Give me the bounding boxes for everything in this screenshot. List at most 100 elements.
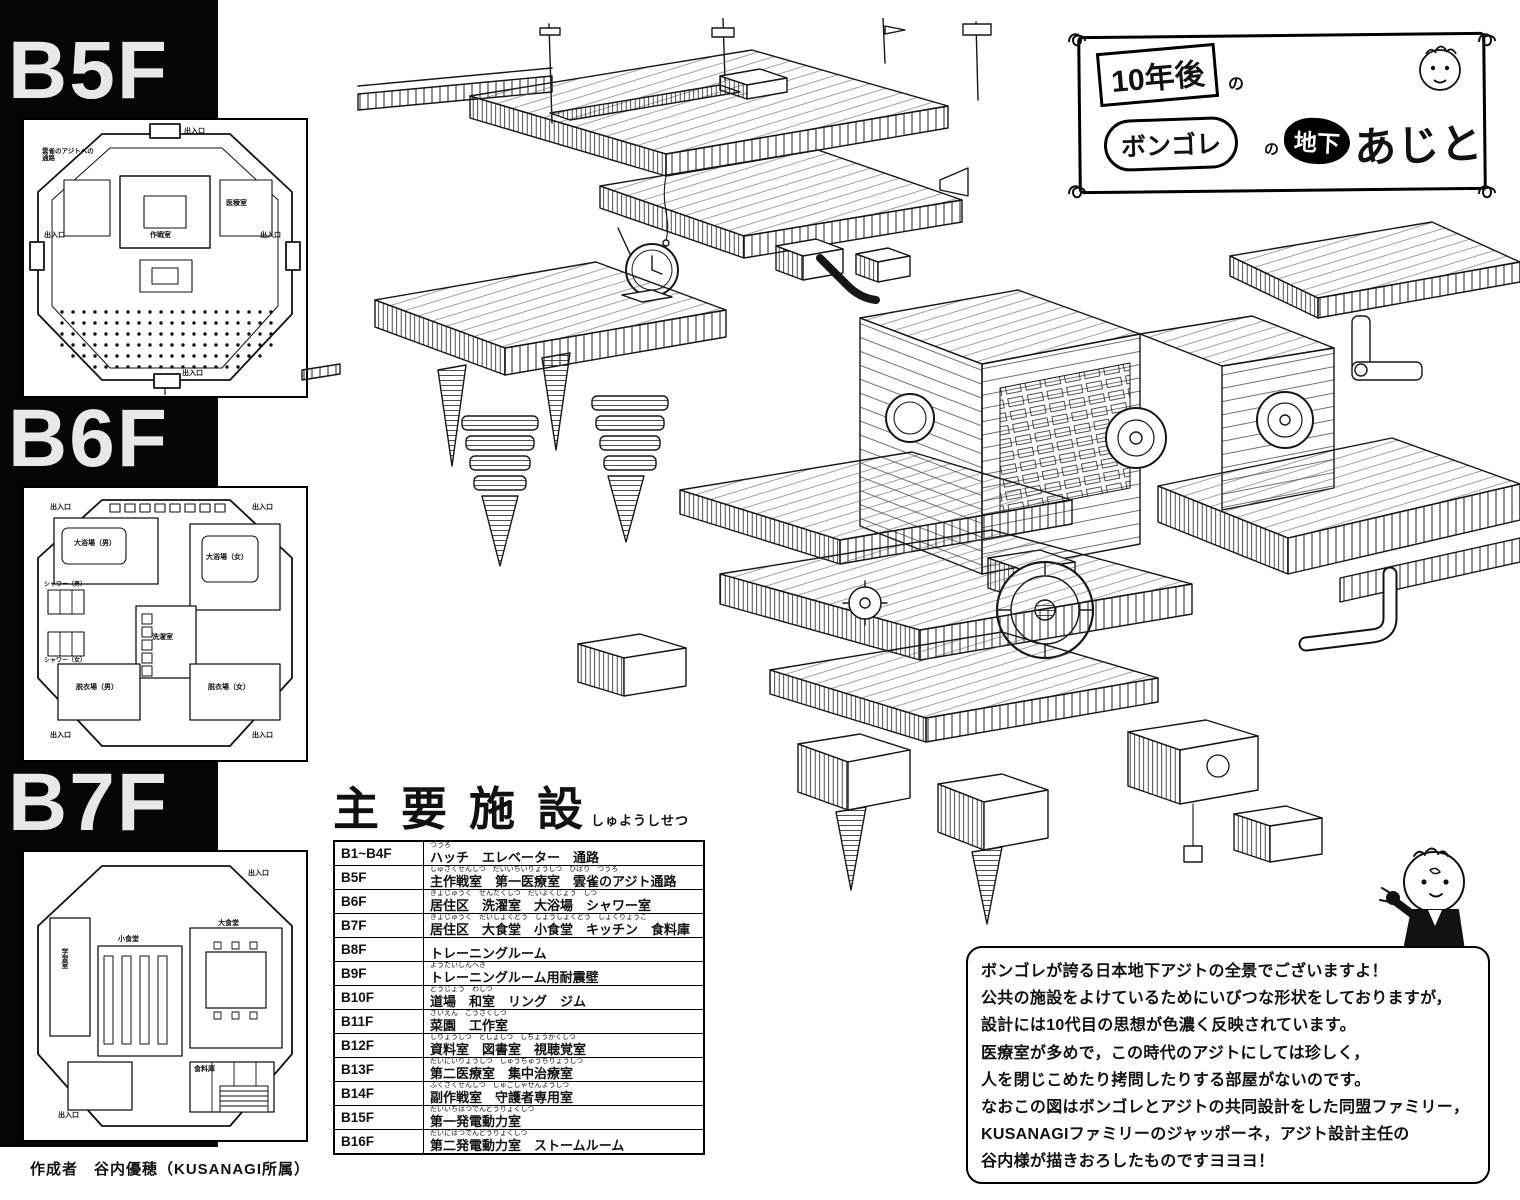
facilities-text: トレーニングルーム: [430, 946, 547, 961]
plan-entrance-label: 出入口: [44, 232, 65, 239]
facilities-text: ハッチ エレベーター 通路: [430, 850, 600, 865]
description-line: 医療室が多めで，この時代のアジトにしては珍しく，: [981, 1044, 1370, 1062]
facilities-cell: ようたいしんへきトレーニングルーム用耐震壁: [423, 961, 705, 986]
floor-cell: B10F: [333, 985, 424, 1010]
facilities-text: 副作戦室 守護者専用室: [430, 1090, 574, 1105]
plan-room-label: 脱衣場（女）: [208, 684, 250, 691]
banner-particle: の: [1228, 76, 1245, 93]
plan-room-label: 食料庫: [194, 1066, 215, 1073]
spring-doodle-icon: [1068, 185, 1086, 199]
facilities-text: 第二発電動力室 ストームルーム: [430, 1138, 625, 1153]
floor-cell: B14F: [333, 1081, 424, 1106]
floor-label-b5f: B5F: [8, 25, 169, 116]
plan-entrance-label: 出入口: [50, 732, 71, 739]
description-line: 谷内様が描きおろしたものですヨヨヨ！: [981, 1153, 1275, 1171]
description-box: ボンゴレが誇る日本地下アジトの全景でございますよ！ 公共の施設をよけているために…: [966, 946, 1490, 1184]
spring-doodle-icon: [1068, 33, 1086, 47]
furigana: しりょうしつ としょしつ しちょうかくしつ: [430, 1034, 576, 1042]
plan-room-label: シャワー（男）: [44, 582, 87, 588]
furigana: だいいちはつでんどうりょくしつ: [430, 1106, 535, 1114]
facilities-text: 菜園 工作室: [430, 1018, 509, 1033]
floor-cell: B8F: [333, 937, 424, 962]
floor-cell: B13F: [333, 1057, 424, 1082]
plan-room-label: 学習室: [61, 948, 69, 969]
spring-doodle-icon: [1478, 185, 1496, 199]
facilities-cell: きょじゅうく せんたくしつ だいよくじょう しつ居住区 洗濯室 大浴場 シャワー…: [423, 889, 705, 914]
facilities-text: 主作戦室 第一医療室 雲雀のアジト通路: [430, 874, 677, 889]
furigana: だいにいりょうしつ しゅうちゅうちりょうしつ: [430, 1058, 584, 1066]
table-row: B10F どうじょう わしつ道場 和室 リング ジム: [333, 985, 705, 1010]
description-line: 人を閉じこめたり拷問したりする部屋がないのです。: [981, 1071, 1371, 1089]
description-line: KUSANAGIファミリーのジャッポーネ，アジト設計主任の: [981, 1126, 1410, 1144]
facilities-text: 居住区 洗濯室 大浴場 シャワー室: [430, 898, 652, 913]
facilities-cell: だいにいりょうしつ しゅうちゅうちりょうしつ第二医療室 集中治療室: [423, 1057, 705, 1082]
banner-family-name: ボンゴレ: [1103, 115, 1239, 173]
furigana: どうじょう わしつ: [430, 986, 493, 994]
facilities-cell: きょじゅうく だいしょくどう しょうしょくどう しょくりょうこ居住区 大食堂 小…: [423, 913, 705, 938]
furigana: [430, 939, 697, 947]
plan-room-label: 大浴場（男）: [74, 540, 116, 547]
b7f-floorplan-drawing: [37, 865, 293, 1127]
furigana: しゅさくせんしつ だいいちいりょうしつ ひばり つうろ: [430, 866, 619, 874]
plan-room-label: 大食堂: [218, 920, 239, 927]
facilities-text: トレーニングルーム用耐震壁: [430, 970, 599, 985]
plan-room-label: シャワー（女）: [44, 658, 87, 664]
facilities-title-furigana: しゅようしせつ: [591, 813, 690, 828]
plan-entrance-label: 出入口: [182, 370, 203, 377]
furigana: つうろ: [430, 842, 451, 849]
floor-cell: B6F: [333, 889, 424, 914]
plan-entrance-label: 出入口: [58, 1112, 79, 1119]
plan-room-label: 脱衣場（男）: [76, 684, 118, 691]
plan-room-label: 大浴場（女）: [206, 554, 248, 561]
plan-room-label: 小食堂: [118, 936, 139, 943]
chibi-character: [1379, 847, 1466, 951]
floor-cell: B5F: [333, 865, 424, 890]
facilities-title-text: 主要施設: [333, 783, 605, 835]
floor-cell: B11F: [333, 1009, 424, 1034]
face-doodle-icon: [1419, 45, 1461, 91]
plan-room-label: 医療室: [226, 200, 247, 207]
plan-entrance-label: 出入口: [50, 504, 71, 511]
hideout-illustration: [301, 18, 1520, 925]
creator-credit: 作成者 谷内優穂（KUSANAGI所属）: [30, 1161, 311, 1178]
plan-entrance-label: 出入口: [252, 504, 273, 511]
table-row: B12F しりょうしつ としょしつ しちょうかくしつ資料室 図書室 視聴覚室: [333, 1033, 705, 1058]
floor-cell: B16F: [333, 1129, 424, 1155]
facilities-cell: しゅさくせんしつ だいいちいりょうしつ ひばり つうろ主作戦室 第一医療室 雲雀…: [423, 865, 705, 890]
facilities-text: 第一発電動力室: [430, 1114, 522, 1129]
title-banner: 10年後 の ボンゴレ の 地下 あじと: [1068, 31, 1496, 199]
plan-entrance-label: 出入口: [184, 128, 205, 135]
floor-label-b7f: B7F: [8, 757, 169, 848]
plan-room-label: 雲雀のアジトへの通路: [42, 148, 94, 163]
plan-room-label: 作戦室: [150, 232, 171, 239]
description-line: 設計には10代目の思想が色濃く反映されています。: [981, 1017, 1356, 1035]
floor-cell: B7F: [333, 913, 424, 938]
banner-particle: の: [1264, 141, 1280, 158]
description-line: 公共の施設をよけているためにいびつな形状をしておりますが，: [981, 990, 1452, 1008]
facilities-text: 道場 和室 リング ジム: [430, 994, 587, 1009]
floor-cell: B12F: [333, 1033, 424, 1058]
b6f-floorplan: 出入口 出入口 出入口 出入口 大浴場（男） 大浴場（女） 洗濯室 脱衣場（男）…: [22, 486, 308, 762]
table-row: B8F トレーニングルーム: [333, 937, 705, 962]
furigana: きょじゅうく だいしょくどう しょうしょくどう しょくりょうこ: [430, 914, 647, 922]
description-line: ボンゴレが誇る日本地下アジトの全景でございますよ！: [981, 963, 1388, 980]
facilities-cell: さいえん こうさくしつ菜園 工作室: [423, 1009, 705, 1034]
facilities-text: 資料室 図書室 視聴覚室: [430, 1042, 587, 1057]
b5f-floorplan: 雲雀のアジトへの通路 出入口 出入口 出入口 作戦室 医療室 出入口: [22, 118, 308, 398]
plan-entrance-label: 出入口: [252, 732, 273, 739]
description-line: なおこの図はボンゴレとアジトの共同設計をした同盟ファミリー，: [981, 1098, 1470, 1116]
facilities-cell: だいいちはつでんどうりょくしつ第一発電動力室: [423, 1105, 705, 1130]
furigana: さいえん こうさくしつ: [430, 1010, 507, 1018]
facilities-text: 居住区 大食堂 小食堂 キッチン 食料庫: [430, 922, 691, 937]
plan-entrance-label: 出入口: [248, 870, 269, 877]
furigana: きょじゅうく せんたくしつ だいよくじょう しつ: [430, 890, 598, 898]
